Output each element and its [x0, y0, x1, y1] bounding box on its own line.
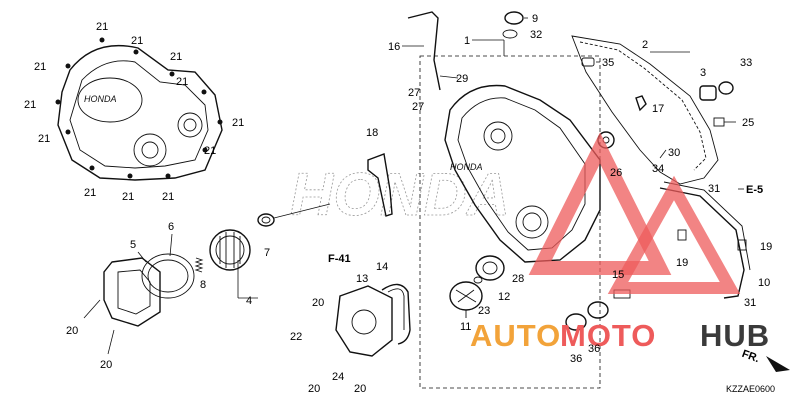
callout-21: 21	[176, 76, 188, 88]
callout-22: 22	[290, 331, 302, 343]
callout-8: 8	[200, 279, 206, 291]
callout-20: 20	[308, 383, 320, 395]
callout-7: 7	[264, 247, 270, 259]
watermark-auto: AUTO	[470, 318, 561, 353]
oil-filter-cover	[103, 257, 161, 327]
callout-3: 3	[700, 67, 706, 79]
filter-spring	[194, 257, 204, 273]
background-brand-outline: HONDA	[290, 161, 510, 228]
callout-23: 23	[478, 305, 490, 317]
water-hose	[381, 283, 411, 345]
callout-31: 31	[708, 183, 720, 195]
front-direction-arrow: FR.	[740, 348, 790, 372]
callout-17: 17	[652, 103, 664, 115]
callout-13: 13	[356, 273, 368, 285]
water-pump-impeller	[449, 281, 483, 318]
o-ring-filter	[257, 213, 275, 227]
callout-21: 21	[24, 99, 36, 111]
callout-12: 12	[498, 291, 510, 303]
pump-seal	[475, 255, 505, 281]
callout-31: 31	[744, 297, 756, 309]
callout-21: 21	[204, 145, 216, 157]
dowel-pin	[699, 85, 717, 101]
oil-seal-36b	[587, 301, 609, 319]
callout-21: 21	[96, 21, 108, 33]
callout-20: 20	[312, 297, 324, 309]
automotohub-watermark: AUTO MOTO HUB	[470, 132, 770, 353]
callout-36: 36	[588, 343, 600, 355]
callout-36: 36	[570, 353, 582, 365]
pipe-bolt-19b	[737, 239, 747, 251]
callout-33: 33	[740, 57, 752, 69]
callout-18: 18	[366, 127, 378, 139]
callout-21: 21	[34, 61, 46, 73]
callout-28: 28	[512, 273, 524, 285]
callout-labels: 21 21 21 21 21 21 21 21 21 21 21 21 5 6 …	[24, 13, 772, 395]
ref-e5: E-5	[746, 184, 763, 196]
callout-27: 27	[408, 87, 420, 99]
callout-19: 19	[760, 241, 772, 253]
crankcase-gasket	[571, 35, 719, 185]
callout-15: 15	[612, 269, 624, 281]
callout-21: 21	[38, 133, 50, 145]
clutch-cover-brand-mark: HONDA	[450, 162, 483, 172]
callout-19: 19	[676, 257, 688, 269]
water-pump-cover	[335, 285, 393, 357]
sensor-17	[635, 95, 647, 112]
callout-20: 20	[66, 325, 78, 337]
callout-24: 24	[332, 371, 344, 383]
callout-26: 26	[610, 167, 622, 179]
pipe-bolt-19	[677, 229, 687, 241]
leader-lines	[83, 17, 736, 355]
callout-21: 21	[84, 187, 96, 199]
crankcase-cover-outline: HONDA	[55, 37, 223, 181]
bracket-18	[367, 153, 393, 217]
watermark-moto: MOTO	[560, 318, 656, 353]
cover-brand-mark: HONDA	[84, 94, 117, 104]
callout-34: 34	[652, 163, 664, 175]
callout-21: 21	[162, 191, 174, 203]
callout-5: 5	[130, 239, 136, 251]
callout-25: 25	[742, 117, 754, 129]
watermark-hub: HUB	[700, 318, 770, 353]
callout-16: 16	[388, 41, 400, 53]
oil-filter-element	[209, 229, 251, 271]
callout-30: 30	[668, 147, 680, 159]
callout-27: 27	[412, 101, 424, 113]
filter-gasket	[141, 253, 195, 299]
front-direction-label: FR.	[740, 348, 761, 365]
callout-35: 35	[602, 57, 614, 69]
callout-1: 1	[464, 35, 470, 47]
callout-20: 20	[100, 359, 112, 371]
oil-seal-36a	[565, 313, 587, 331]
callout-4: 4	[246, 295, 252, 307]
callout-21: 21	[170, 51, 182, 63]
callout-14: 14	[376, 261, 388, 273]
callout-21: 21	[131, 35, 143, 47]
pin-25	[713, 117, 725, 127]
pump-washer	[473, 276, 483, 284]
callout-6: 6	[168, 221, 174, 233]
callout-32: 32	[530, 29, 542, 41]
callout-21: 21	[122, 191, 134, 203]
callout-2: 2	[642, 39, 648, 51]
callout-9: 9	[532, 13, 538, 25]
oil-filler-cap	[504, 11, 524, 25]
diagram-code: KZZAE0600	[726, 384, 775, 394]
callout-29: 29	[456, 73, 468, 85]
o-ring-33	[718, 81, 734, 95]
right-crankcase-cover: HONDA	[444, 84, 601, 263]
callout-21: 21	[232, 117, 244, 129]
breather-tube	[407, 11, 441, 91]
ref-f41: F-41	[328, 253, 351, 265]
callout-20: 20	[354, 383, 366, 395]
pin-35	[581, 57, 595, 67]
filler-o-ring	[502, 29, 518, 39]
callout-11: 11	[460, 321, 471, 333]
callout-10: 10	[758, 277, 770, 289]
